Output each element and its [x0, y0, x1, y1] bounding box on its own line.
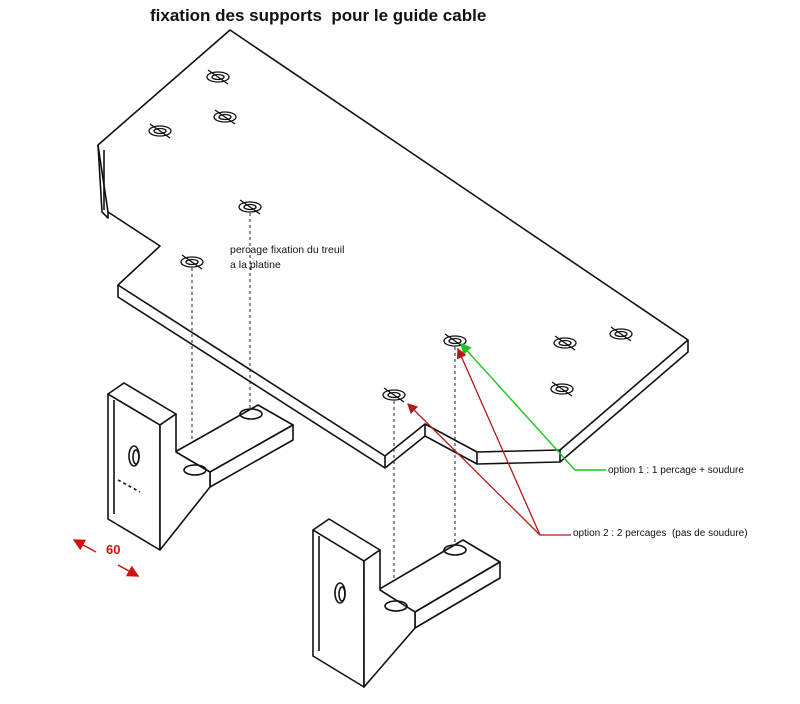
option2-arrows [407, 347, 571, 536]
mounting-plate [97, 29, 689, 469]
dimension-60 [72, 539, 140, 577]
hole [148, 123, 172, 139]
left-l-bracket [107, 382, 294, 551]
winch-note-line1: percage fixation du treuil [230, 244, 345, 256]
hole [550, 381, 574, 397]
hole [238, 199, 262, 215]
winch-note-line2: a la platine [230, 259, 281, 271]
hole [382, 387, 406, 403]
right-l-bracket [312, 518, 501, 688]
hole [180, 254, 204, 270]
option2-label: option 2 : 2 percages (pas de soudure) [573, 528, 748, 539]
hole [609, 326, 633, 342]
option1-arrow [460, 342, 606, 471]
hole [553, 335, 577, 351]
projection-lines [191, 213, 456, 605]
hole [206, 69, 230, 85]
drawing-title: fixation des supports pour le guide cabl… [150, 6, 487, 25]
hole [213, 109, 237, 125]
option1-label: option 1 : 1 percage + soudure [608, 465, 744, 476]
dimension-label: 60 [106, 542, 121, 557]
